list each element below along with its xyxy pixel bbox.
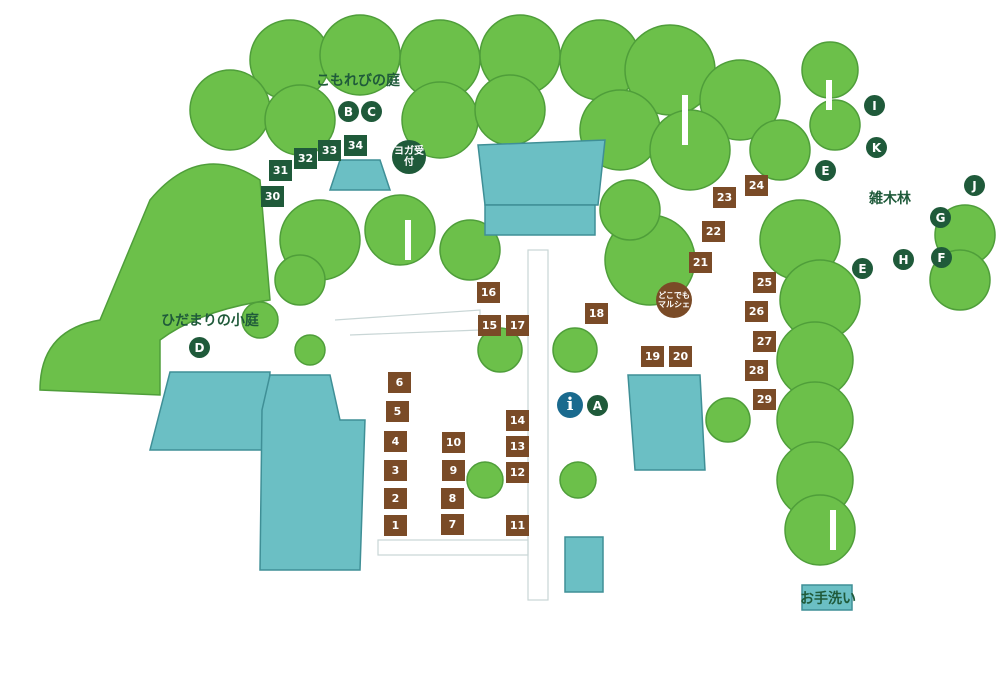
letter-marker-g[interactable]: G xyxy=(930,207,951,228)
booth-marker[interactable]: 3 xyxy=(384,460,407,481)
booth-marker[interactable]: 13 xyxy=(506,436,529,457)
hidamari-garden-label: ひだまりの小庭 xyxy=(161,313,259,329)
booth-marker[interactable]: 12 xyxy=(506,462,529,483)
letter-marker-e[interactable]: E xyxy=(815,160,836,181)
booth-marker[interactable]: 14 xyxy=(506,410,529,431)
letter-marker-e[interactable]: E xyxy=(852,258,873,279)
booth-marker[interactable]: 21 xyxy=(689,252,712,273)
booth-marker[interactable]: 6 xyxy=(388,372,411,393)
yoga-reception-marker[interactable]: ヨガ受付 xyxy=(392,140,426,174)
marche-marker[interactable]: どこでもマルシェ xyxy=(656,282,692,318)
buildings xyxy=(149,139,853,611)
booth-marker[interactable]: 25 xyxy=(753,272,776,293)
letter-marker-i[interactable]: I xyxy=(864,95,885,116)
booth-marker[interactable]: 8 xyxy=(441,488,464,509)
booth-marker[interactable]: 26 xyxy=(745,301,768,322)
booth-marker[interactable]: 29 xyxy=(753,389,776,410)
booth-marker[interactable]: 17 xyxy=(506,315,529,336)
booth-marker[interactable]: 1 xyxy=(384,515,407,536)
booth-marker[interactable]: 27 xyxy=(753,331,776,352)
letter-marker-h[interactable]: H xyxy=(893,249,914,270)
booth-marker[interactable]: 28 xyxy=(745,360,768,381)
forest xyxy=(39,14,996,566)
letter-marker-a[interactable]: A xyxy=(587,395,608,416)
booth-marker[interactable]: 15 xyxy=(478,315,501,336)
green-booth-marker[interactable]: 32 xyxy=(294,148,317,169)
booth-marker[interactable]: 11 xyxy=(506,515,529,536)
letter-marker-c[interactable]: C xyxy=(361,101,382,122)
letter-marker-f[interactable]: F xyxy=(931,247,952,268)
booth-marker[interactable]: 16 xyxy=(477,282,500,303)
booth-marker[interactable]: 20 xyxy=(669,346,692,367)
booth-marker[interactable]: 18 xyxy=(585,303,608,324)
info-icon[interactable]: i xyxy=(557,392,583,418)
letter-marker-d[interactable]: D xyxy=(189,337,210,358)
toilet-label: お手洗い xyxy=(800,591,856,607)
booth-marker[interactable]: 23 xyxy=(713,187,736,208)
booth-marker[interactable]: 10 xyxy=(442,432,465,453)
zoukibayashi-label: 雑木林 xyxy=(869,191,911,207)
letter-marker-b[interactable]: B xyxy=(338,101,359,122)
tree-trunks xyxy=(405,80,836,550)
booth-marker[interactable]: 4 xyxy=(384,431,407,452)
letter-marker-k[interactable]: K xyxy=(866,137,887,158)
komorebi-garden-label: こもれびの庭 xyxy=(316,73,400,89)
green-booth-marker[interactable]: 30 xyxy=(261,186,284,207)
booth-marker[interactable]: 9 xyxy=(442,460,465,481)
booth-marker[interactable]: 19 xyxy=(641,346,664,367)
booth-marker[interactable]: 5 xyxy=(386,401,409,422)
booth-marker[interactable]: 2 xyxy=(384,488,407,509)
green-booth-marker[interactable]: 34 xyxy=(344,135,367,156)
letter-marker-j[interactable]: J xyxy=(964,175,985,196)
booth-marker[interactable]: 22 xyxy=(702,221,725,242)
booth-marker[interactable]: 7 xyxy=(441,514,464,535)
green-booth-marker[interactable]: 33 xyxy=(318,140,341,161)
booth-marker[interactable]: 24 xyxy=(745,175,768,196)
green-booth-marker[interactable]: 31 xyxy=(269,160,292,181)
